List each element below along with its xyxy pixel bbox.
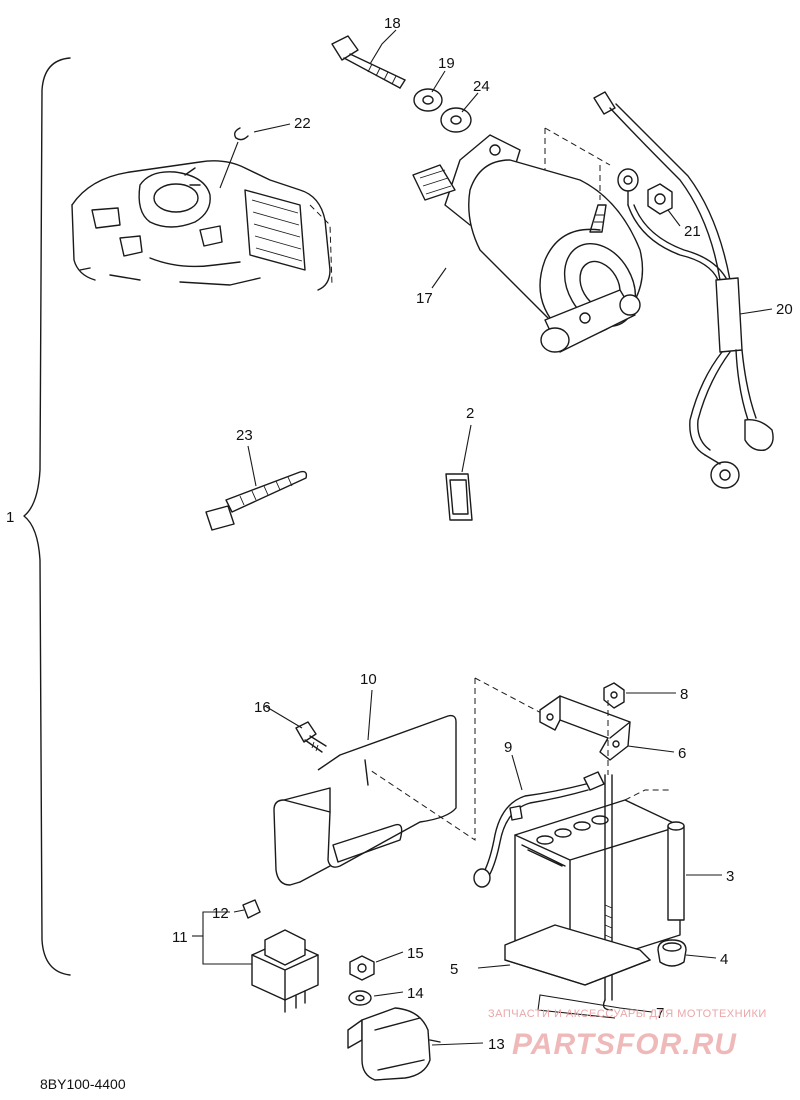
part-11-relay xyxy=(251,929,319,1013)
part-13-component xyxy=(347,1007,441,1081)
callout-1: 1 xyxy=(6,509,14,526)
part-20-starter-cable xyxy=(593,91,774,489)
part-24-washer xyxy=(440,107,472,133)
callout-5: 5 xyxy=(450,961,458,978)
callout-4: 4 xyxy=(720,951,728,968)
callout-3: 3 xyxy=(726,868,734,885)
assembly-brace xyxy=(23,57,71,976)
part-3-tube xyxy=(667,821,685,921)
engine-block-illustration xyxy=(71,160,333,291)
callout-16: 16 xyxy=(254,699,271,716)
part-15-nut xyxy=(349,955,375,981)
callout-7: 7 xyxy=(656,1005,664,1022)
ring-terminal xyxy=(617,168,639,206)
callout-6: 6 xyxy=(678,745,686,762)
part-5-battery-tray xyxy=(504,924,651,986)
part-2-pad xyxy=(445,473,473,521)
callout-18: 18 xyxy=(384,15,401,32)
watermark-tagline: ЗАПЧАСТИ И АКСЕССУАРЫ ДЛЯ МОТОТЕХНИКИ xyxy=(488,1008,767,1020)
callout-19: 19 xyxy=(438,55,455,72)
callout-14: 14 xyxy=(407,985,424,1002)
callout-11: 11 xyxy=(172,929,188,946)
part-12-relay-clip xyxy=(242,899,261,919)
callout-10: 10 xyxy=(360,671,377,688)
callout-17: 17 xyxy=(416,290,433,307)
callout-20: 20 xyxy=(776,301,793,318)
callout-15: 15 xyxy=(407,945,424,962)
watermark: ЗАПЧАСТИ И АКСЕССУАРЫ ДЛЯ МОТОТЕХНИКИ PA… xyxy=(488,1008,767,1061)
part-19-lock-washer xyxy=(413,88,443,112)
callout-9: 9 xyxy=(504,739,512,756)
watermark-brand: PARTSFOR.RU xyxy=(512,1028,737,1061)
part-14-washer xyxy=(348,990,372,1006)
assembly-guide-line xyxy=(369,678,476,841)
assembly-guide-line xyxy=(544,127,611,166)
callout-8: 8 xyxy=(680,686,688,703)
callout-labels: 1 2 3 4 5 6 7 8 9 10 11 12 13 14 15 16 1… xyxy=(6,15,793,1053)
assembly-guide-line xyxy=(474,677,546,716)
leader-lines xyxy=(192,29,773,1046)
callout-22: 22 xyxy=(294,115,311,132)
callout-12: 12 xyxy=(212,905,229,922)
part-4-grommet xyxy=(657,939,687,967)
callout-21: 21 xyxy=(684,223,701,240)
part-8-nut xyxy=(603,682,625,709)
part-22-clip xyxy=(233,127,249,141)
part-18-bolt xyxy=(331,35,406,89)
part-17-starter-motor xyxy=(412,134,644,353)
part-21-nut xyxy=(647,183,673,215)
callout-23: 23 xyxy=(236,427,253,444)
drawing-code: 8BY100-4400 xyxy=(40,1076,126,1092)
callout-2: 2 xyxy=(466,405,474,422)
part-9-battery-wire xyxy=(473,771,605,888)
callout-13: 13 xyxy=(488,1036,505,1053)
part-23-cable-tie xyxy=(205,470,308,531)
callout-24: 24 xyxy=(473,78,490,95)
part-10-battery-cover xyxy=(273,714,457,886)
